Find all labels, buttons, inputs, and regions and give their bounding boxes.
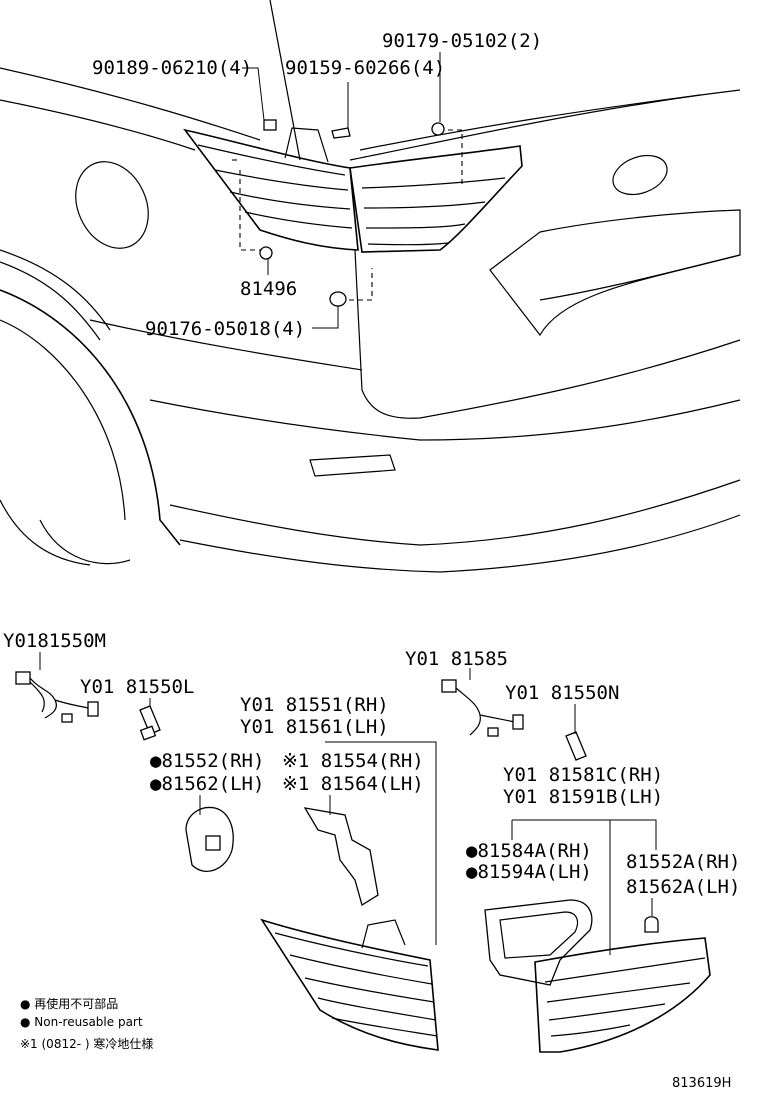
gasket-81584a-icon [484,899,593,986]
cover-81554-icon [303,807,379,907]
tail-lamp-81581c [534,937,711,1053]
label-y0181550m: Y0181550M [3,630,106,652]
label-81562a: 81562A(LH) [626,876,740,898]
socket-wire-81550m [15,671,99,723]
screw-90159-icon [331,127,351,139]
bulb-81550n-icon [565,731,587,761]
grommet-81496-icon [259,246,273,260]
label-y0181581c: Y01 81581C(RH) [503,764,663,786]
clip-90189-icon [263,119,277,131]
label-90176-05018: 90176-05018(4) [145,318,305,340]
label-81554: ※1 81554(RH) [282,750,424,772]
label-81552a: 81552A(RH) [626,851,740,873]
nut-90179-icon [431,122,445,136]
label-81552: ●81552(RH) [150,750,264,772]
label-y0181551: Y01 81551(RH) [240,694,389,716]
label-90179-05102: 90179-05102(2) [382,30,542,52]
legend-non-reusable-jp: ● 再使用不可部品 [20,996,118,1011]
label-81564: ※1 81564(LH) [282,773,424,795]
legend-cold-area-spec: ※1 (0812- ) 寒冷地仕様 [20,1036,153,1051]
label-y0181550n: Y01 81550N [505,682,619,704]
tail-lamp-81551 [260,918,439,1051]
label-y0181585: Y01 81585 [405,648,508,670]
label-81562: ●81562(LH) [150,773,264,795]
bulb-81550l-icon [139,705,161,735]
label-81496: 81496 [240,278,297,300]
label-81584a: ●81584A(RH) [466,840,592,862]
label-y0181591b: Y01 81591B(LH) [503,786,663,808]
label-y0181550l: Y01 81550L [80,676,194,698]
diagram-code: 813619H [672,1076,731,1091]
cap-81552a-icon [644,916,659,933]
label-90159-60266: 90159-60266(4) [285,57,445,79]
vehicle-rear-illustration [0,0,741,573]
socket-wire-81585 [441,679,524,737]
legend-non-reusable-en: ● Non-reusable part [20,1015,143,1029]
legend: ● 再使用不可部品 ● Non-reusable part ※1 (0812- … [20,996,153,1051]
label-81594a: ●81594A(LH) [466,861,592,883]
label-y0181561: Y01 81561(LH) [240,716,389,738]
nut-90176-icon [329,291,347,307]
label-90189-06210: 90189-06210(4) [92,57,252,79]
